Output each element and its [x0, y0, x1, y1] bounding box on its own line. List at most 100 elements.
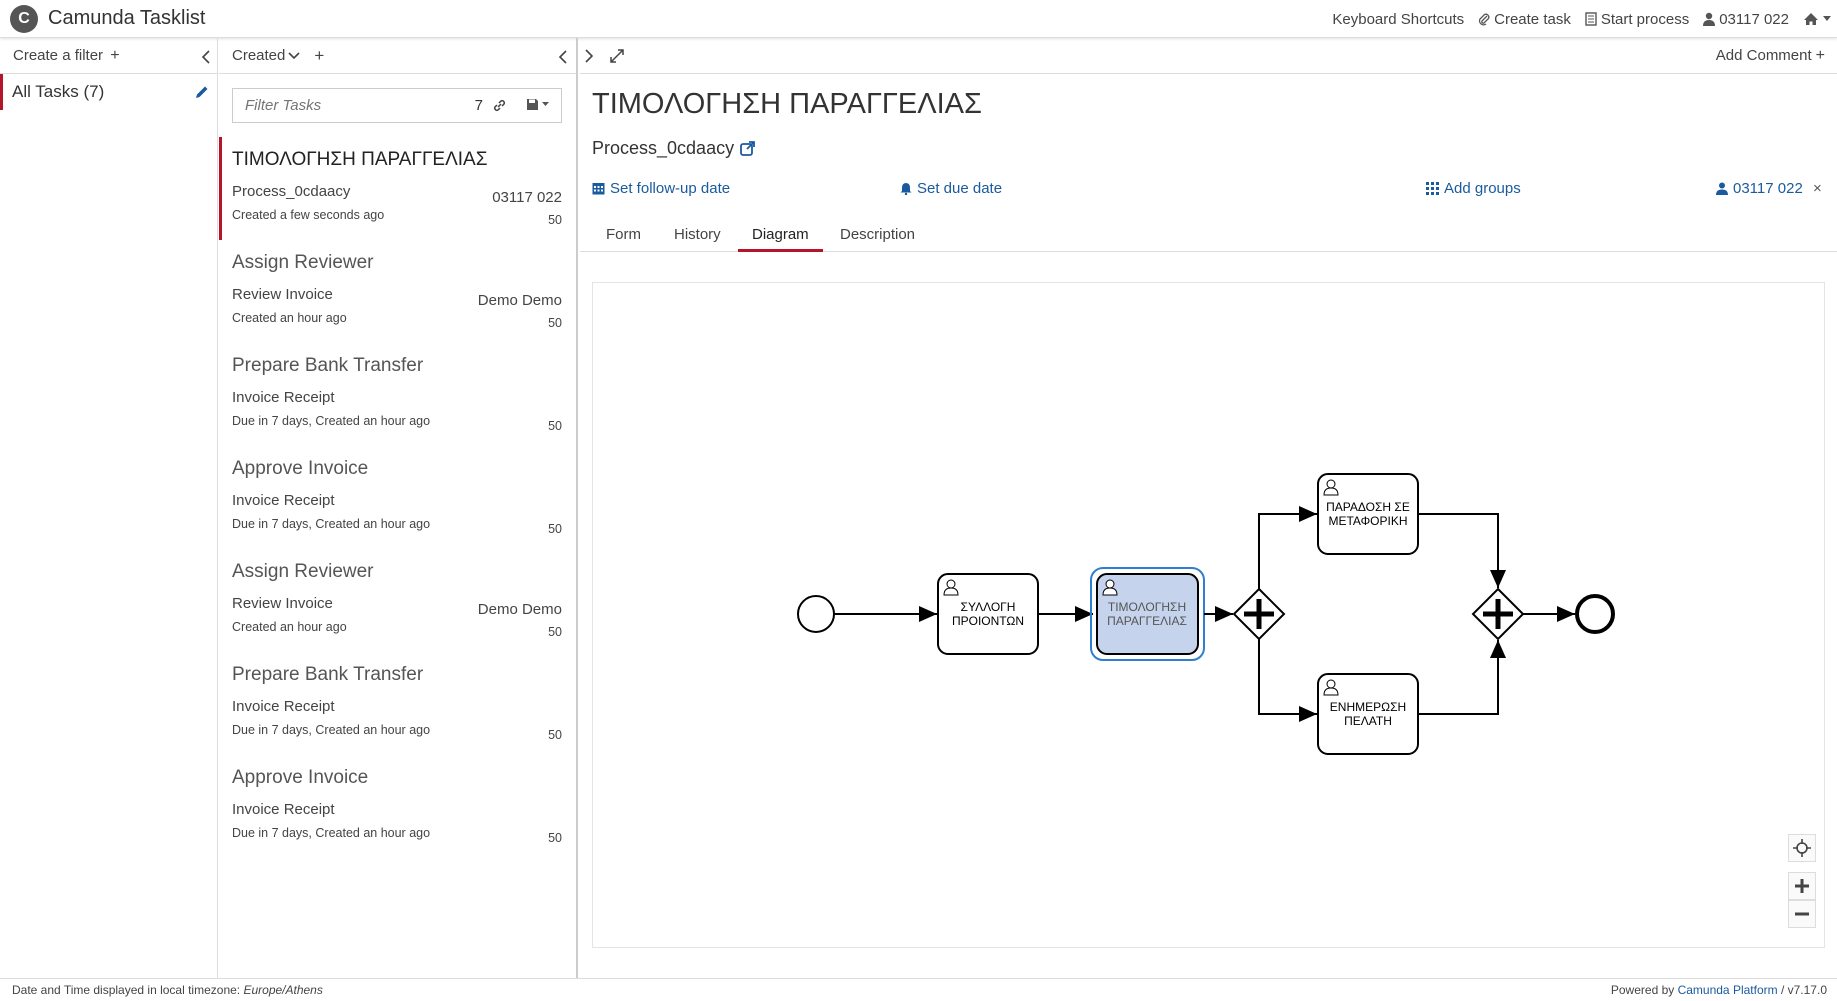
- crosshair-icon: [1793, 839, 1811, 857]
- add-groups-label: Add groups: [1444, 180, 1521, 197]
- fullscreen-icon[interactable]: [610, 48, 624, 63]
- tab-description[interactable]: Description: [840, 226, 916, 243]
- task-process: Invoice Receipt: [232, 389, 335, 406]
- calendar-icon: [592, 183, 605, 195]
- sequence-flow[interactable]: [1418, 513, 1506, 588]
- task-item[interactable]: Prepare Bank Transfer Invoice Receipt Du…: [219, 652, 576, 755]
- task-priority: 50: [548, 831, 562, 845]
- task-process: Review Invoice: [232, 595, 333, 612]
- task-item[interactable]: Approve Invoice Invoice Receipt Due in 7…: [219, 446, 576, 549]
- task-label-line2: ΠΑΡΑΓΓΕΛΙΑΣ: [1107, 614, 1187, 628]
- end-event[interactable]: [1575, 594, 1615, 634]
- set-due-date-button[interactable]: Set due date: [900, 180, 1002, 197]
- bpmn-canvas[interactable]: ΣΥΛΛΟΓΗ ΠΡΟΙΟΝΤΩΝ ΤΙΜΟΛΟΓΗΣΗ ΠΑΡΑΓΓΕΛΙΑΣ: [593, 283, 1826, 949]
- list-icon: [1585, 12, 1597, 26]
- camunda-logo[interactable]: C: [10, 4, 38, 33]
- sort-label: Created: [232, 47, 286, 64]
- create-task-label: Create task: [1494, 10, 1571, 28]
- pencil-icon[interactable]: [195, 85, 209, 99]
- set-followup-button[interactable]: Set follow-up date: [592, 180, 730, 197]
- user-task-notify-customer[interactable]: ΕΝΗΜΕΡΩΣΗ ΠΕΛΑΤΗ: [1317, 673, 1419, 755]
- add-comment-button[interactable]: Add Comment +: [1716, 47, 1825, 65]
- create-task-link[interactable]: Create task: [1478, 11, 1571, 28]
- remove-assignee-button[interactable]: ×: [1813, 180, 1822, 197]
- user-task-invoice-order[interactable]: ΤΙΜΟΛΟΓΗΣΗ ΠΑΡΑΓΓΕΛΙΑΣ: [1090, 567, 1205, 661]
- task-process: Invoice Receipt: [232, 698, 335, 715]
- task-item[interactable]: Assign Reviewer Review Invoice Demo Demo…: [219, 240, 576, 343]
- user-menu[interactable]: 03117 022: [1703, 11, 1789, 28]
- tab-history[interactable]: History: [674, 226, 721, 243]
- expand-right-icon[interactable]: [584, 48, 594, 63]
- task-label-line1: ΠΑΡΑΔΟΣΗ ΣΕ: [1326, 500, 1410, 514]
- detail-header: Add Comment +: [580, 38, 1837, 74]
- caret-down-icon: [1823, 16, 1831, 21]
- user-task-delivery[interactable]: ΠΑΡΑΔΟΣΗ ΣΕ ΜΕΤΑΦΟΡΙΚΗ: [1317, 473, 1419, 555]
- task-label-line2: ΠΡΟΙΟΝΤΩΝ: [952, 614, 1024, 628]
- task-priority: 50: [548, 419, 562, 433]
- plus-icon: [1795, 879, 1809, 893]
- home-menu[interactable]: [1803, 12, 1831, 26]
- home-icon: [1804, 13, 1818, 25]
- keyboard-shortcuts-link[interactable]: Keyboard Shortcuts: [1332, 10, 1465, 28]
- sequence-flow[interactable]: [1258, 639, 1317, 722]
- camunda-platform-link[interactable]: Camunda Platform: [1677, 983, 1778, 997]
- detail-tabs: Form History Diagram Description: [580, 218, 1837, 252]
- assignee-button[interactable]: 03117 022: [1716, 180, 1803, 197]
- task-process: Process_0cdaacy: [232, 183, 351, 200]
- filter-all-tasks[interactable]: All Tasks (7): [0, 74, 217, 110]
- add-comment-label: Add Comment: [1715, 47, 1812, 64]
- task-search-input[interactable]: [245, 97, 445, 114]
- minus-icon: [1795, 912, 1809, 916]
- reset-zoom-button[interactable]: [1788, 834, 1816, 862]
- tab-diagram[interactable]: Diagram: [738, 218, 823, 252]
- task-created: Due in 7 days, Created an hour ago: [232, 414, 431, 428]
- user-icon: [1716, 182, 1728, 195]
- task-label-line2: ΠΕΛΑΤΗ: [1344, 714, 1392, 728]
- task-created: Due in 7 days, Created an hour ago: [232, 723, 431, 737]
- zoom-out-button[interactable]: [1788, 900, 1816, 928]
- parallel-gateway-join[interactable]: [1471, 587, 1525, 641]
- add-groups-button[interactable]: Add groups: [1426, 180, 1521, 197]
- collapse-left-icon[interactable]: [201, 50, 211, 64]
- sort-dropdown[interactable]: Created: [232, 47, 300, 64]
- brand-title[interactable]: Camunda Tasklist: [48, 7, 206, 29]
- task-item[interactable]: Prepare Bank Transfer Invoice Receipt Du…: [219, 343, 576, 446]
- create-filter-button[interactable]: Create a filter +: [13, 47, 120, 65]
- top-navbar: C Camunda Tasklist Keyboard Shortcuts Cr…: [0, 0, 1837, 38]
- external-link-icon: [740, 141, 755, 156]
- task-name: Approve Invoice: [232, 767, 369, 788]
- filters-panel: Create a filter + All Tasks (7): [0, 38, 218, 978]
- save-icon: [527, 99, 538, 110]
- powered-label: Powered by: [1610, 983, 1678, 997]
- filter-label: All Tasks (7): [12, 82, 105, 101]
- task-created: Due in 7 days, Created an hour ago: [232, 826, 431, 840]
- due-date-label: Set due date: [917, 180, 1003, 197]
- timezone-note: Date and Time displayed in local timezon…: [12, 983, 323, 997]
- user-task-collect-products[interactable]: ΣΥΛΛΟΓΗ ΠΡΟΙΟΝΤΩΝ: [937, 573, 1039, 655]
- process-link[interactable]: Process_0cdaacy: [592, 138, 755, 159]
- task-created: Created an hour ago: [232, 620, 347, 634]
- collapse-left-icon[interactable]: [558, 50, 568, 64]
- zoom-in-button[interactable]: [1788, 872, 1816, 900]
- sequence-flow[interactable]: [1258, 506, 1317, 589]
- task-item[interactable]: Approve Invoice Invoice Receipt Due in 7…: [219, 755, 576, 858]
- link-icon[interactable]: [492, 98, 507, 113]
- task-title: ΤΙΜΟΛΟΓΗΣΗ ΠΑΡΑΓΓΕΛΙΑΣ: [592, 88, 982, 120]
- tab-form[interactable]: Form: [606, 226, 641, 243]
- task-item[interactable]: Assign Reviewer Review Invoice Demo Demo…: [219, 549, 576, 652]
- task-item[interactable]: ΤΙΜΟΛΟΓΗΣΗ ΠΑΡΑΓΓΕΛΙΑΣ Process_0cdaacy 0…: [219, 137, 576, 240]
- task-name: Assign Reviewer: [232, 561, 374, 582]
- task-label-line1: ΕΝΗΜΕΡΩΣΗ: [1330, 700, 1406, 714]
- task-count: 7: [474, 97, 483, 114]
- start-process-link[interactable]: Start process: [1585, 11, 1689, 28]
- task-created: Created an hour ago: [232, 311, 347, 325]
- timezone-value: Europe/Athens: [243, 983, 323, 997]
- tasklist-panel: Created + 7 ΤΙΜΟΛΟΓΗΣΗ ΠΑΡΑΓΓΕΛΙΑΣ Proce…: [219, 38, 578, 978]
- task-priority: 50: [548, 728, 562, 742]
- add-sort-button[interactable]: +: [314, 45, 325, 65]
- save-search-dropdown[interactable]: [526, 98, 549, 111]
- start-event[interactable]: [797, 595, 835, 633]
- parallel-gateway-split[interactable]: [1232, 587, 1286, 641]
- sequence-flow[interactable]: [1418, 640, 1506, 715]
- task-detail-panel: Add Comment + ΤΙΜΟΛΟΓΗΣΗ ΠΑΡΑΓΓΕΛΙΑΣ Pro…: [580, 38, 1837, 978]
